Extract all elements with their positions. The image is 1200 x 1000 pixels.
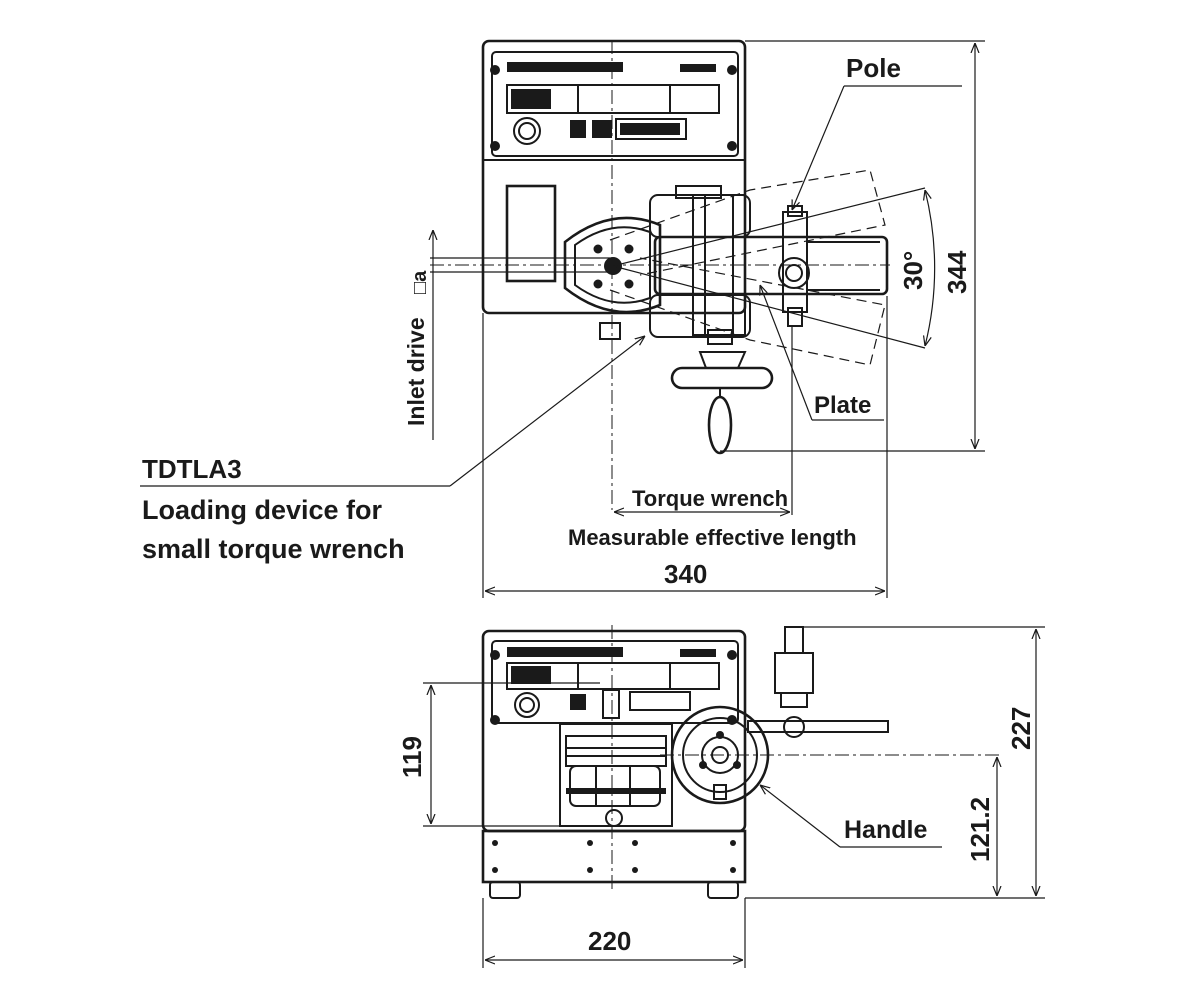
width-220-label: 220 (588, 926, 631, 956)
description-line-1: Loading device for (142, 495, 383, 525)
inlet-drive-symbol: □a (409, 270, 431, 294)
front-base (481, 829, 747, 899)
front-pole-arm (747, 626, 889, 738)
height-227-dimension (803, 626, 1045, 896)
model-label: TDTLA3 (142, 454, 242, 484)
inlet-drive-label: Inlet drive (403, 317, 429, 426)
top-view: 30° 344 Pole Plate Inlet drive □a (140, 39, 985, 598)
top-display-window (505, 184, 557, 283)
pole-leader (792, 85, 962, 210)
width-340-label: 340 (664, 559, 707, 589)
top-handle (599, 322, 774, 455)
top-control-panel (490, 51, 739, 157)
width-340-dimension (482, 296, 888, 598)
handle-leader (760, 785, 942, 848)
measurable-length-label: Measurable effective length (568, 525, 857, 550)
height-121-label: 121.2 (965, 797, 995, 862)
inlet-drive-dimension (430, 230, 610, 440)
height-119-dimension (423, 682, 600, 827)
front-base-outline (481, 829, 747, 884)
top-body-outline (481, 39, 747, 315)
plate-label: Plate (814, 392, 871, 419)
height-121-dimension (745, 757, 1045, 899)
plate-leader (760, 285, 884, 421)
torque-wrench-dimension (614, 325, 793, 515)
height-119-label: 119 (397, 736, 427, 778)
angle-label: 30° (898, 251, 928, 290)
torque-wrench-label: Torque wrench (632, 486, 788, 511)
height-344-label: 344 (942, 250, 972, 294)
alternate-position-outline (609, 169, 886, 366)
pole (778, 205, 810, 327)
front-view: 119 Handle 121.2 227 220 (397, 625, 1045, 968)
front-loading-mechanism (559, 723, 673, 827)
height-344-dimension (720, 40, 985, 452)
width-220-dimension (482, 898, 746, 968)
pole-label: Pole (846, 53, 901, 83)
description-line-2: small torque wrench (142, 534, 405, 564)
handle-label: Handle (844, 816, 927, 844)
height-227-label: 227 (1006, 707, 1036, 750)
